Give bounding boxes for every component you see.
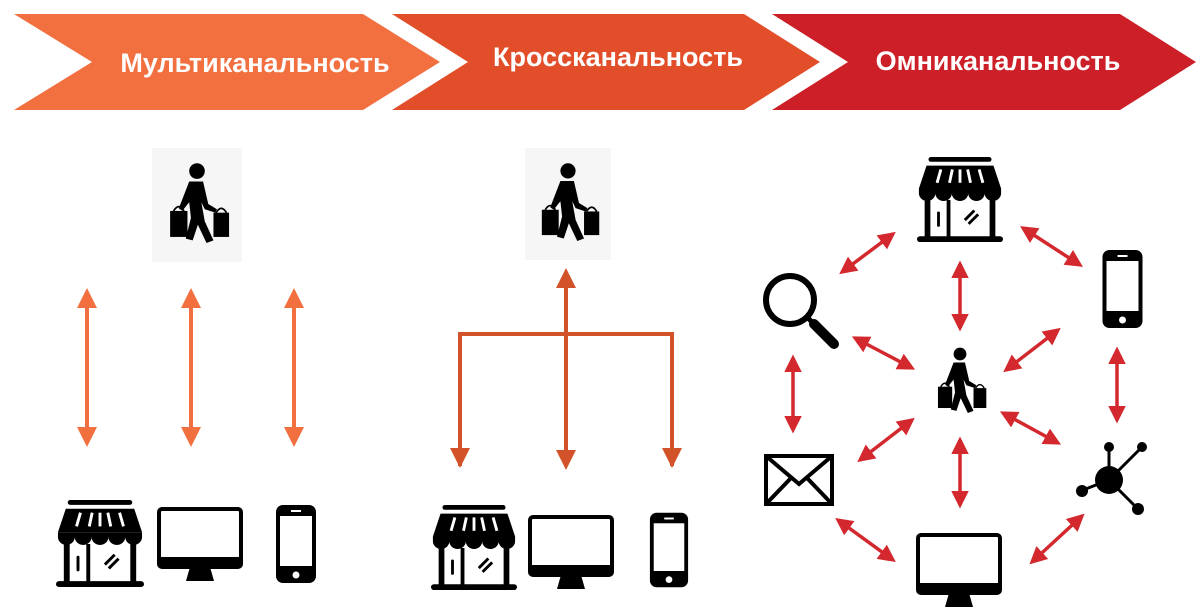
monitor-icon — [528, 515, 614, 591]
stage-multichannel: Мультиканальность — [14, 14, 440, 110]
monitor-icon — [157, 507, 243, 583]
arrow-magnifier-shopper — [851, 336, 916, 370]
stage-label-omnichannel: Омниканальность — [876, 46, 1121, 76]
envelope-icon — [764, 454, 834, 506]
store-icon — [55, 500, 145, 588]
arrow-magnifier-store — [839, 231, 896, 275]
omnichannel-arrows — [784, 226, 1126, 565]
stage-omnichannel: Омниканальность — [772, 14, 1196, 110]
chevron-omnichannel — [772, 14, 1196, 110]
monitor-icon — [916, 533, 1002, 609]
chevron-crosschannel — [392, 14, 820, 110]
chevron-multichannel — [14, 14, 440, 110]
stage-label-crosschannel: Кроссканальность — [493, 42, 743, 72]
crosschannel-arrows — [450, 268, 682, 470]
smartphone-icon — [1102, 250, 1143, 328]
arrow-phone-shopper — [1003, 327, 1061, 373]
store-icon — [430, 505, 518, 591]
arrow-store-phone — [1020, 226, 1083, 267]
branch-connector — [458, 332, 674, 466]
arrow-shopper-node — [999, 411, 1062, 445]
stage-crosschannel: Кроссканальность — [392, 14, 820, 110]
smartphone-icon — [276, 505, 316, 583]
arrow-envelope-monitor — [835, 517, 896, 563]
arrow-node-monitor — [1029, 513, 1085, 565]
magnifier-icon — [766, 276, 834, 344]
network-node-icon — [1075, 440, 1149, 516]
store-icon — [917, 157, 1003, 243]
multichannel-arrows — [77, 288, 304, 447]
smartphone-icon — [649, 512, 689, 588]
shopper-icon — [937, 346, 988, 414]
stage-label-multichannel: Мультиканальность — [120, 48, 389, 78]
arrow-shopper-envelope — [857, 417, 915, 463]
